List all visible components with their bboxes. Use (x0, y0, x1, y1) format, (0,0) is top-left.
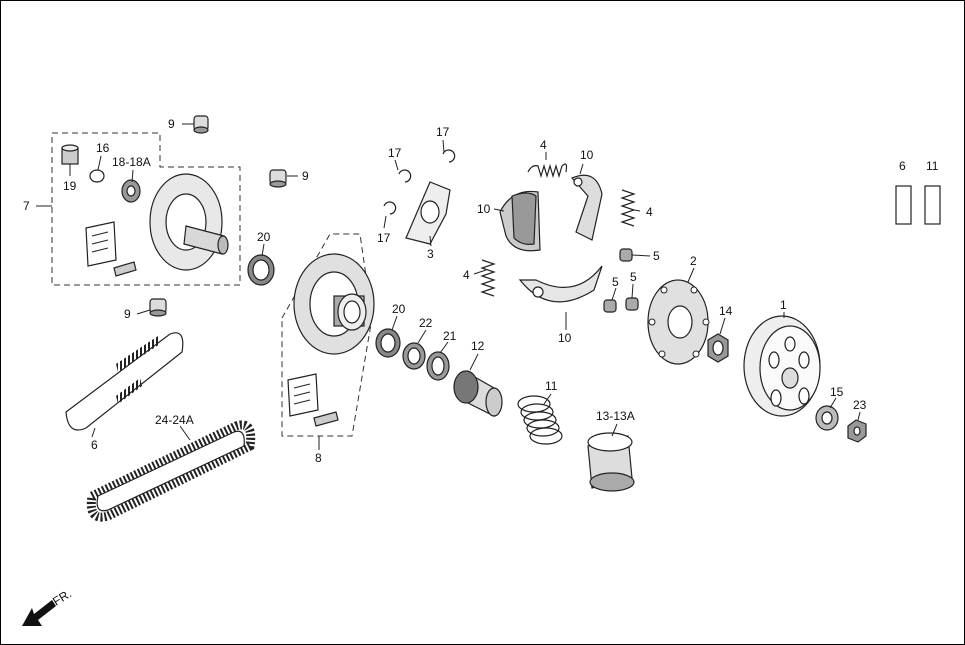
clutch-shoe-10-part (518, 265, 603, 303)
clutch-outer-1-part (743, 315, 821, 417)
drive-plate-2-part (647, 279, 710, 365)
clutch-shoe-10-part (499, 190, 541, 252)
label-19: 19 (63, 179, 77, 193)
label-9: 9 (124, 307, 131, 321)
label-24-24a: 24-24A (155, 413, 194, 427)
label-18-18a: 18-18A (112, 155, 151, 169)
label-7: 7 (23, 199, 30, 213)
ref-block-6 (895, 185, 912, 225)
ref-block-11 (924, 185, 941, 225)
seal-13-part (587, 432, 635, 492)
roller-9-part (149, 298, 167, 317)
circlip-16-part (89, 169, 105, 183)
label-12: 12 (471, 339, 485, 353)
label-1: 1 (780, 298, 787, 312)
label-20: 20 (257, 230, 271, 244)
label-4: 4 (540, 138, 547, 152)
label-9: 9 (302, 169, 309, 183)
label-4: 4 (646, 205, 653, 219)
label-10: 10 (558, 331, 572, 345)
grease-pack-7-part (85, 221, 137, 277)
label-10: 10 (580, 148, 594, 162)
front-arrow-icon (22, 600, 56, 626)
grease-pack-8-part (287, 373, 339, 427)
label-5: 5 (630, 270, 637, 284)
label-2: 2 (690, 254, 697, 268)
label-8: 8 (315, 451, 322, 465)
label-6: 6 (899, 159, 906, 173)
spring-4-part (480, 259, 496, 297)
damper-5-part (603, 299, 617, 313)
nut-14-part (707, 333, 729, 363)
label-15: 15 (830, 385, 844, 399)
roller-9-part (193, 115, 209, 134)
label-17: 17 (388, 146, 402, 160)
label-11: 11 (926, 159, 939, 173)
group-7-outline (51, 132, 241, 286)
sleeve-12-part (453, 370, 503, 417)
clip-17-part (383, 201, 397, 215)
label-6: 6 (91, 438, 98, 452)
washer-21-part (426, 351, 450, 381)
spring-4-part (620, 189, 636, 227)
label-17: 17 (377, 231, 391, 245)
spring-4-part (527, 163, 568, 179)
label-4: 4 (463, 268, 470, 282)
clutch-plate-3-part (405, 181, 451, 245)
label-13-13a: 13-13A (596, 409, 635, 423)
label-21: 21 (443, 329, 457, 343)
clip-17-part (442, 149, 456, 163)
damper-5-part (619, 248, 633, 262)
label-10: 10 (477, 202, 491, 216)
nut-23-part (847, 419, 867, 443)
drive-face-part (149, 173, 229, 271)
leader-lines (69, 123, 861, 441)
washer-22-part (402, 342, 426, 370)
clip-17-part (398, 169, 412, 183)
bushing-19-part (61, 144, 79, 165)
spring-11-part (517, 395, 563, 445)
label-5: 5 (653, 249, 660, 263)
label-22: 22 (419, 316, 433, 330)
belt-24-part (86, 420, 256, 522)
label-5: 5 (612, 275, 619, 289)
damper-5-part (625, 297, 639, 311)
belt-6-part (65, 332, 184, 431)
label-23: 23 (853, 398, 867, 412)
label-9: 9 (168, 117, 175, 131)
washer-15-part (815, 405, 839, 431)
label-14: 14 (719, 304, 733, 318)
driven-face-part (293, 253, 375, 355)
bearing-20-part (375, 328, 401, 358)
clutch-shoe-10-part (570, 174, 603, 241)
label-11: 11 (545, 379, 558, 393)
bearing-18-part (121, 179, 141, 203)
bearing-20-part (247, 254, 275, 286)
label-20: 20 (392, 302, 406, 316)
roller-9-part (269, 169, 287, 188)
label-3: 3 (427, 247, 434, 261)
label-17: 17 (436, 125, 450, 139)
label-16: 16 (96, 141, 110, 155)
